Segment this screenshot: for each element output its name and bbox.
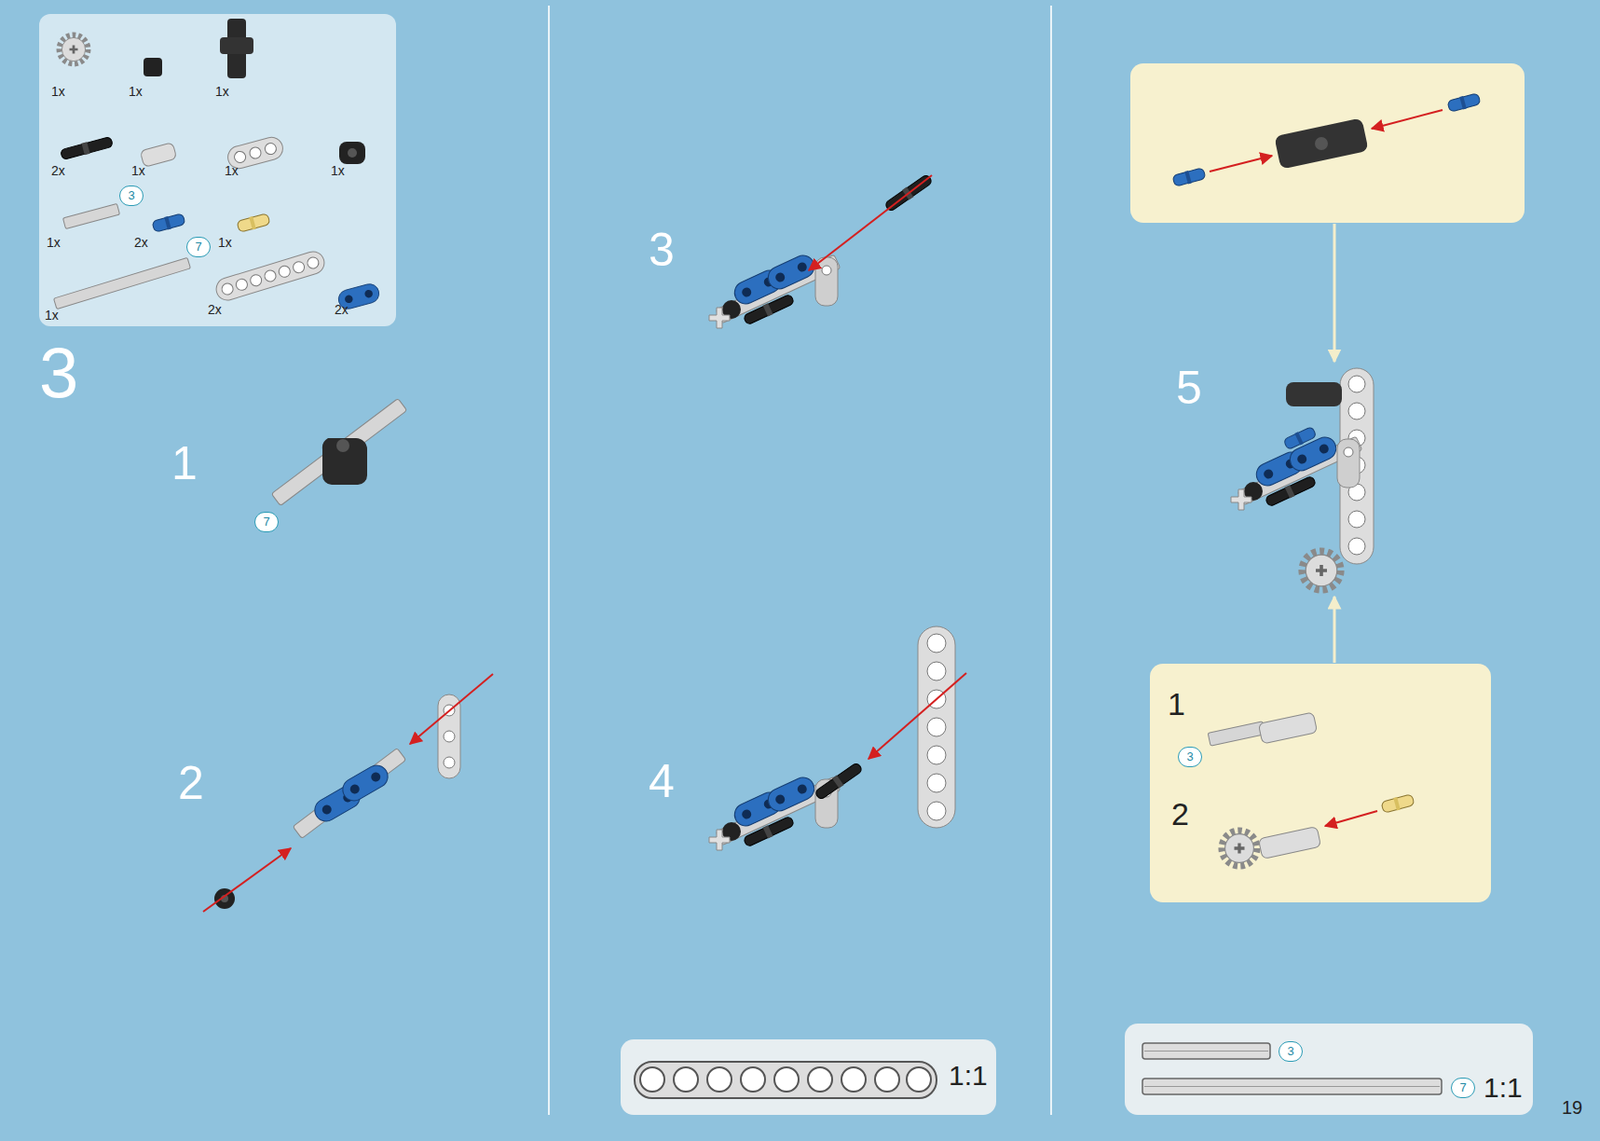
part-quantity: 1x <box>131 164 146 178</box>
step-number: 5 <box>1176 364 1203 411</box>
callout-number-text: 3 <box>120 186 143 205</box>
panel-box: 1 2 3 <box>1149 663 1491 903</box>
substep-number: 2 <box>1171 797 1190 830</box>
panel-box: 1x 1x 1x 2x 1x 1x 1x 1x 2x 1x 1x 2x 2x 3 7 <box>39 13 397 327</box>
callout-number: 7 <box>254 511 279 533</box>
step-number: 1 <box>171 439 198 487</box>
callout-number: 7 <box>1450 1077 1476 1098</box>
part-quantity: 1x <box>128 84 143 98</box>
page-number: 19 <box>1561 1097 1583 1117</box>
part-quantity: 1x <box>46 235 61 249</box>
panel-box: 1:1 3 7 <box>1124 1023 1533 1115</box>
part-quantity: 1x <box>44 308 59 322</box>
part-quantity: 1x <box>51 84 66 98</box>
part-quantity: 2x <box>334 302 349 316</box>
part-quantity: 1x <box>224 164 239 178</box>
part-quantity: 1x <box>218 235 233 249</box>
panel-box: 1:1 <box>620 1039 997 1115</box>
step-number: 3 <box>648 226 675 274</box>
part-quantity: 2x <box>134 235 149 249</box>
part-quantity: 1x <box>215 84 230 98</box>
step-number: 4 <box>648 757 675 805</box>
part-quantity: 2x <box>207 302 222 316</box>
callout-number-text: 7 <box>1451 1078 1475 1096</box>
callout-number-text: 7 <box>187 237 210 256</box>
part-quantity: 2x <box>51 164 66 178</box>
scale-label: 1:1 <box>1483 1073 1523 1102</box>
step-number: 3 <box>39 337 79 409</box>
callout-number: 3 <box>1177 746 1203 767</box>
callout-number: 7 <box>186 236 211 258</box>
step-number: 2 <box>177 759 205 807</box>
callout-number: 3 <box>119 185 144 206</box>
callout-number-text: 3 <box>1178 747 1202 766</box>
callout-number-text: 7 <box>255 512 278 531</box>
callout-number-text: 3 <box>1279 1041 1302 1060</box>
part-quantity: 1x <box>330 164 345 178</box>
substep-number: 1 <box>1167 687 1186 720</box>
callout-number: 3 <box>1278 1040 1303 1062</box>
scale-label: 1:1 <box>948 1061 988 1090</box>
